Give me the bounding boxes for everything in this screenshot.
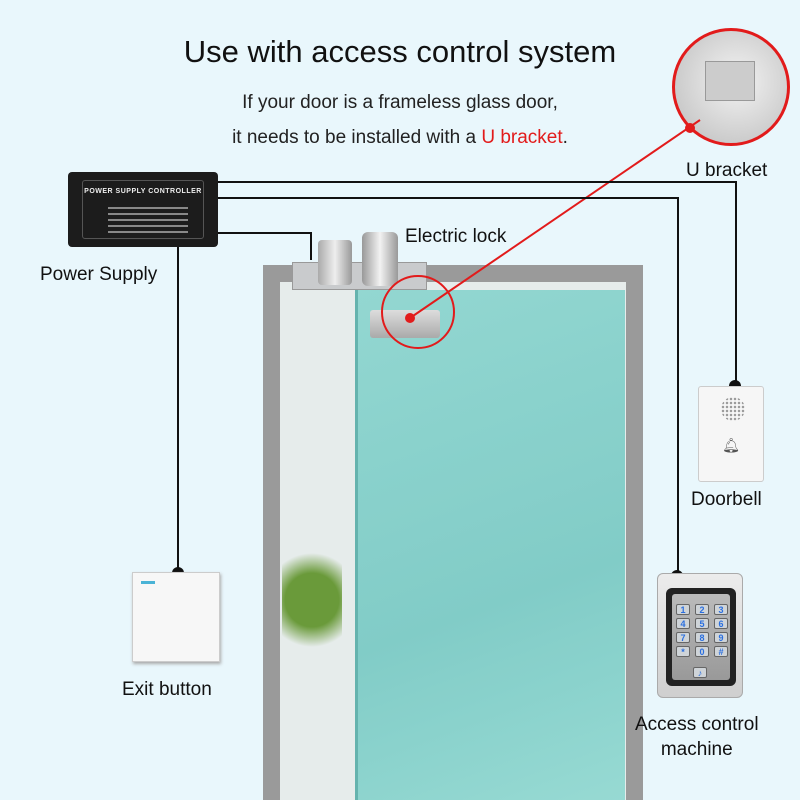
wire-keypad [218, 197, 678, 199]
lock-plate [292, 262, 427, 290]
subtitle-text: it needs to be installed with a [232, 127, 482, 148]
keypad-key: 2 [695, 604, 709, 615]
exit-button-label: Exit button [122, 679, 212, 700]
subtitle-suffix: . [562, 127, 568, 148]
lock-cylinder [318, 240, 352, 285]
lock-cylinder-2 [362, 232, 398, 286]
access-label-line2: machine [660, 739, 733, 760]
keypad-key: 8 [695, 632, 709, 643]
keypad-key: 9 [714, 632, 728, 643]
speaker-grille [721, 397, 745, 421]
red-dot [405, 313, 415, 323]
subtitle-line2: it needs to be installed with a U bracke… [0, 127, 800, 149]
wire-doorbell [218, 181, 736, 183]
keypad-key: 5 [695, 618, 709, 629]
power-supply-panel-text: POWER SUPPLY CONTROLLER [84, 188, 202, 195]
red-pointer [409, 119, 701, 319]
u-bracket-highlight: U bracket [481, 127, 563, 148]
access-control-label: Access control machine [635, 712, 759, 762]
doorbell-device: 🔔︎ [698, 386, 764, 482]
power-supply-device: POWER SUPPLY CONTROLLER [68, 172, 218, 247]
u-bracket-image [705, 61, 755, 101]
access-label-line1: Access control [635, 714, 759, 735]
wire-lock [218, 232, 311, 234]
lock-highlight-circle [381, 275, 455, 349]
u-bracket-label: U bracket [686, 160, 768, 181]
exit-button-device [132, 572, 220, 662]
plant-image [282, 540, 342, 660]
keypad-key: # [714, 646, 728, 657]
glass-door [355, 290, 625, 800]
doorbell-label: Doorbell [691, 489, 762, 510]
wire-exit [177, 247, 179, 572]
keypad-key: 4 [676, 618, 690, 629]
keypad-key: * [676, 646, 690, 657]
wire-lock-v [310, 232, 312, 260]
page-title: Use with access control system [183, 34, 617, 69]
keypad-key: 0 [695, 646, 709, 657]
bell-icon: 🔔︎ [722, 437, 740, 453]
keypad-key: 7 [676, 632, 690, 643]
electric-lock-label: Electric lock [405, 226, 507, 247]
wire-keypad-v [677, 197, 679, 577]
subtitle-line1: If your door is a frameless glass door, [242, 92, 558, 113]
wire-doorbell-v [735, 181, 737, 386]
keypad-key: 3 [714, 604, 728, 615]
power-supply-label: Power Supply [40, 264, 158, 285]
keypad-key: 1 [676, 604, 690, 615]
keypad-key: 6 [714, 618, 728, 629]
red-dot [685, 123, 695, 133]
key-bell: ♪ [693, 667, 707, 678]
